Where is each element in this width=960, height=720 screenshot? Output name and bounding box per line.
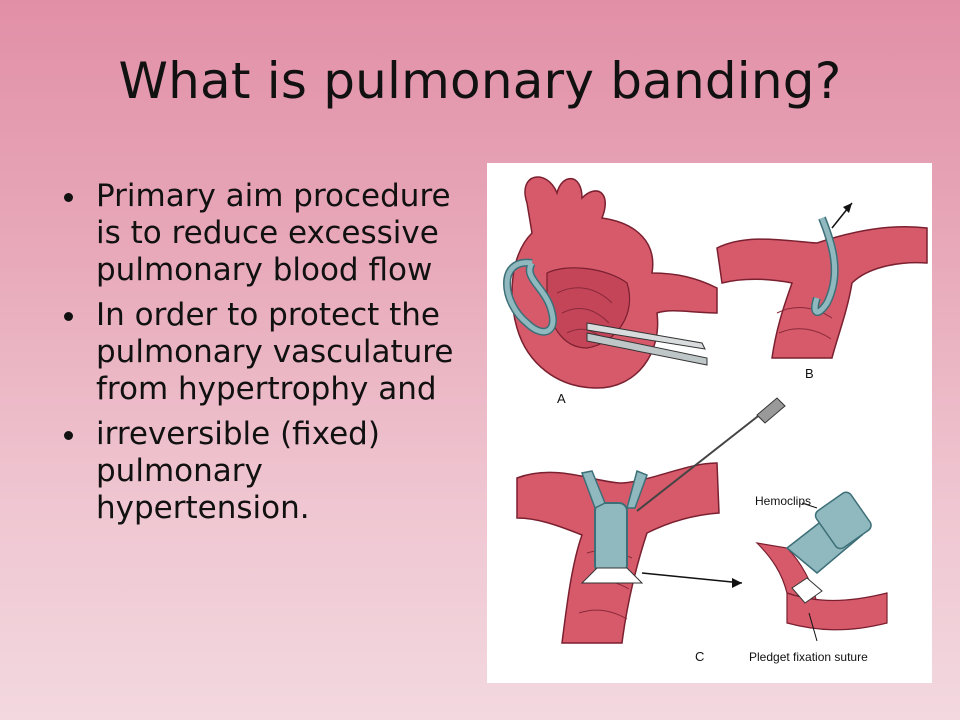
bullet-item: irreversible (fixed) pulmonary hypertens… bbox=[62, 416, 482, 527]
bullet-text: irreversible (fixed) pulmonary hypertens… bbox=[96, 416, 380, 526]
bullet-text: In order to protect the pulmonary vascul… bbox=[96, 297, 454, 407]
panel-label-c: C bbox=[695, 649, 704, 664]
pledget-label: Pledget fixation suture bbox=[749, 650, 868, 664]
bullet-dot-icon bbox=[64, 312, 73, 321]
bullet-list: Primary aim procedure is to reduce exces… bbox=[62, 178, 482, 535]
panel-label-a: A bbox=[557, 391, 566, 406]
panel-b-drawing bbox=[716, 202, 928, 359]
surgical-illustration: A B bbox=[487, 163, 932, 683]
hemoclips-label: Hemoclips bbox=[755, 494, 811, 508]
panel-label-b: B bbox=[805, 366, 814, 381]
bullet-text: Primary aim procedure is to reduce exces… bbox=[96, 178, 451, 288]
panel-c-drawing bbox=[516, 397, 888, 644]
panel-a-drawing bbox=[503, 176, 718, 389]
bullet-item: In order to protect the pulmonary vascul… bbox=[62, 297, 482, 408]
bullet-item: Primary aim procedure is to reduce exces… bbox=[62, 178, 482, 289]
bullet-dot-icon bbox=[64, 431, 73, 440]
slide-title: What is pulmonary banding? bbox=[118, 52, 842, 110]
bullet-dot-icon bbox=[64, 193, 73, 202]
